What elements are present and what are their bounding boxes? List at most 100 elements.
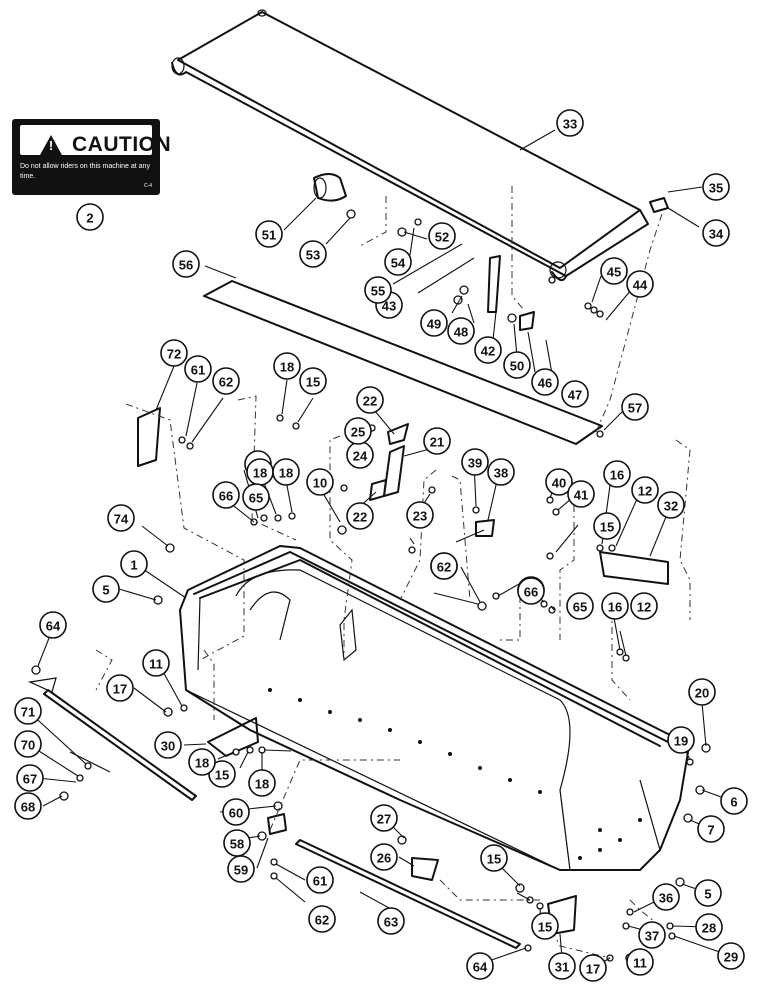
callout-65: 65: [566, 592, 594, 620]
callout-number: 59: [234, 863, 248, 878]
callout-71: 71: [14, 697, 42, 725]
callout-23: 23: [406, 501, 434, 529]
callout-2: 2: [76, 203, 104, 231]
callout-number: 65: [573, 600, 587, 615]
callout-circle: [420, 309, 448, 337]
callout-52: 52: [428, 222, 456, 250]
callout-number: 47: [568, 388, 582, 403]
callout-circle: [630, 592, 658, 620]
callout-number: 18: [279, 466, 293, 481]
caution-message: Do not allow riders on this machine at a…: [20, 163, 150, 180]
callout-number: 16: [610, 468, 624, 483]
callout-circle: [466, 952, 494, 980]
callout-number: 62: [437, 560, 451, 575]
callout-number: 19: [674, 734, 688, 749]
callout-circle: [621, 393, 649, 421]
callout-circle: [188, 748, 216, 776]
callout-number: 58: [230, 837, 244, 852]
callout-number: 11: [149, 657, 163, 672]
callout-circle: [428, 222, 456, 250]
callout-62: 62: [308, 905, 336, 933]
callout-circle: [160, 339, 188, 367]
callout-63: 63: [377, 907, 405, 935]
callout-5: 5: [694, 879, 722, 907]
callout-41: 41: [567, 480, 595, 508]
callout-number: 57: [628, 401, 642, 416]
callout-22: 22: [356, 386, 384, 414]
callout-number: 12: [638, 484, 652, 499]
callout-circle: [344, 417, 372, 445]
callout-number: 18: [280, 360, 294, 375]
callout-59: 59: [227, 855, 255, 883]
callout-circle: [423, 427, 451, 455]
callout-55: 55: [364, 276, 392, 304]
callout-27: 27: [370, 804, 398, 832]
callout-circle: [306, 866, 334, 894]
callout-37: 37: [638, 921, 666, 949]
callout-number: 45: [607, 265, 621, 280]
callout-number: 27: [377, 812, 391, 827]
callout-5: 5: [92, 575, 120, 603]
callout-10: 10: [306, 468, 334, 496]
callout-number: 61: [191, 363, 205, 378]
callout-circle: [308, 905, 336, 933]
callout-number: 28: [702, 921, 716, 936]
callout-15: 15: [299, 367, 327, 395]
callout-number: 16: [608, 600, 622, 615]
callout-number: 26: [377, 851, 391, 866]
callout-28: 28: [695, 913, 723, 941]
callout-31: 31: [548, 952, 576, 980]
callout-circle: [346, 502, 374, 530]
callout-circle: [16, 764, 44, 792]
callout-circle: [212, 481, 240, 509]
callout-15: 15: [480, 844, 508, 872]
callout-circle: [695, 913, 723, 941]
callout-15: 15: [208, 760, 236, 788]
callout-circle: [306, 468, 334, 496]
callout-64: 64: [39, 611, 67, 639]
callout-circle: [14, 697, 42, 725]
callout-39: 39: [461, 448, 489, 476]
callout-18: 18: [273, 352, 301, 380]
callout-number: 30: [161, 739, 175, 754]
callout-68: 68: [14, 792, 42, 820]
callout-circle: [272, 458, 300, 486]
callout-70: 70: [14, 730, 42, 758]
callout-29: 29: [717, 942, 745, 970]
callout-number: 49: [427, 317, 441, 332]
callout-circle: [694, 879, 722, 907]
callout-number: 62: [219, 375, 233, 390]
callout-number: 7: [707, 823, 714, 838]
callout-circle: [370, 843, 398, 871]
callout-number: 42: [481, 344, 495, 359]
callout-number: 65: [249, 491, 263, 506]
callout-number: 37: [645, 929, 659, 944]
callout-circle: [601, 592, 629, 620]
callout-18: 18: [248, 769, 276, 797]
callout-circle: [370, 804, 398, 832]
callout-35: 35: [702, 173, 730, 201]
callout-number: 38: [494, 466, 508, 481]
callout-circle: [593, 512, 621, 540]
callout-circle: [603, 460, 631, 488]
panel-part: [203, 280, 603, 445]
callout-circle: [92, 575, 120, 603]
callout-53: 53: [299, 240, 327, 268]
callout-circle: [702, 219, 730, 247]
callout-1: 1: [120, 550, 148, 578]
callout-number: 63: [384, 915, 398, 930]
callout-47: 47: [561, 380, 589, 408]
callout-circle: [106, 674, 134, 702]
callout-number: 66: [219, 489, 233, 504]
callout-circle: [600, 257, 628, 285]
callout-number: 11: [633, 956, 647, 971]
callout-44: 44: [626, 270, 654, 298]
callout-16: 16: [603, 460, 631, 488]
callout-36: 36: [652, 883, 680, 911]
callout-19: 19: [667, 726, 695, 754]
callout-51: 51: [255, 220, 283, 248]
callout-number: 39: [468, 456, 482, 471]
callout-33: 33: [556, 109, 584, 137]
callout-circle: [702, 173, 730, 201]
